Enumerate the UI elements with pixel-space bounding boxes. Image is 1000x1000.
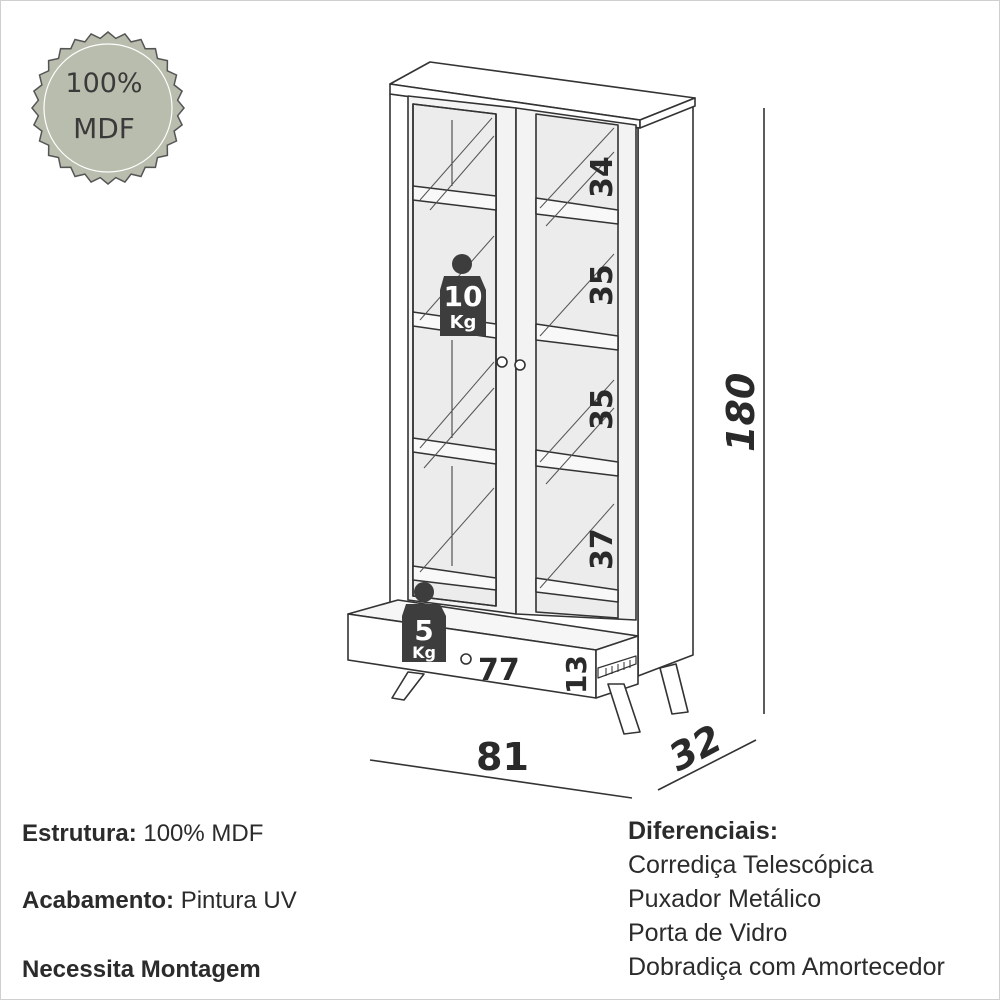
spec-structure-value: 100% MDF [143,820,264,847]
shelf-gap-3: 35 [585,388,620,430]
weight-unit: Kg [450,312,477,333]
drawer-slide [597,655,637,679]
spec-structure: Estrutura: 100% MDF [22,820,263,848]
leg [391,671,425,701]
seal-line-2: MDF [73,112,135,145]
shelf [535,449,619,477]
door-knob [514,359,526,371]
leg [607,683,641,735]
differential-item: Puxador Metálico [628,885,822,913]
leg [659,663,689,715]
spec-assembly-label: Necessita Montagem [22,956,261,983]
differential-item: Dobradiça com Amortecedor [628,953,945,981]
drawer-height-label: 13 [560,655,593,694]
shelf [535,323,619,351]
door-knob [496,356,508,368]
shelf [412,437,497,465]
depth-label: 32 [662,716,729,780]
drawer-knob [460,653,472,665]
seal-line-1: 100% [65,68,142,99]
weight-unit: Kg [412,643,436,662]
height-label: 180 [719,373,763,452]
spec-finish-label: Acabamento: [22,887,175,914]
shelf [535,197,619,225]
differentials-list: Diferenciais: Corrediça Telescópica Puxa… [628,814,945,984]
shelf [535,577,619,603]
shelf [412,565,497,591]
spec-finish-value: Pintura UV [180,887,297,914]
cabinet-drawing [347,61,696,735]
spec-finish: Acabamento: Pintura UV [22,887,297,915]
shelf-gap-1: 34 [585,156,620,198]
spec-assembly: Necessita Montagem [22,956,261,984]
dimension-lines [369,108,765,799]
mdf-seal: 100% MDF [31,31,185,185]
shelf [412,185,497,211]
shelf-gap-2: 35 [585,264,620,306]
spec-structure-label: Estrutura: [22,820,137,847]
width-line [369,759,633,799]
drawer-width-label: 77 [478,653,520,688]
differentials-title: Diferenciais: [628,817,779,845]
weight-value: 5 [414,614,433,647]
depth-line [657,739,757,791]
weight-tag-5kg: 5 Kg [402,582,446,662]
weight-tag-10kg: 10 Kg [440,254,486,336]
differential-item: Corrediça Telescópica [628,851,874,879]
cabinet-side-panel [637,104,694,677]
shelf-gap-4: 37 [585,528,620,570]
differential-item: Porta de Vidro [628,919,788,947]
weight-value: 10 [444,280,483,313]
width-label: 81 [476,735,529,779]
